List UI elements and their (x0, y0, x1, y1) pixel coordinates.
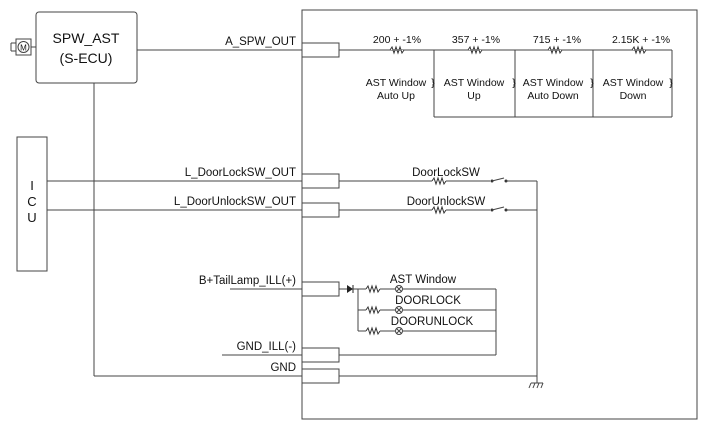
resistor-value-3: 715 + -1% (533, 34, 581, 46)
svg-text:M: M (20, 44, 27, 53)
motor-icon: M (10, 38, 36, 56)
function-1-line1: AST Window (366, 77, 427, 89)
spw-ast-name: SPW_AST (53, 30, 120, 46)
function-2-line2: Up (467, 90, 481, 102)
switch-marker-2: } (512, 77, 516, 89)
function-2-line1: AST Window (444, 77, 505, 89)
switch-module-outline (301, 9, 698, 420)
pin-l-doorlock-out (301, 173, 340, 189)
label-illum-ast-window: AST Window (390, 274, 457, 286)
label-l-doorunlock-out: L_DoorUnlockSW_OUT (174, 196, 296, 208)
pin-a-spw-out (301, 42, 340, 58)
resistor-value-2: 357 + -1% (452, 34, 500, 46)
function-4-line2: Down (620, 90, 647, 102)
resistor-2 (467, 45, 483, 55)
pin-b-taillamp (301, 281, 340, 297)
icu-letter-3: U (27, 210, 36, 225)
icu-letter-1: I (30, 178, 34, 193)
label-gnd: GND (270, 362, 296, 374)
label-a-spw-out: A_SPW_OUT (225, 36, 296, 48)
diode-icon (347, 285, 353, 293)
pin-gnd-ill (301, 347, 340, 363)
spw-ast-module: SPW_AST (S-ECU) (35, 11, 138, 84)
icu-box (16, 136, 48, 272)
label-doorunlock-sw: DoorUnlockSW (407, 196, 486, 208)
doorlock-switch-blade (491, 177, 505, 182)
switch-marker-1: } (431, 77, 435, 89)
switch-marker-4: } (669, 77, 673, 89)
doorlock-resistor (431, 176, 447, 186)
external-wiring (47, 49, 302, 377)
spw-ast-subtitle: (S-ECU) (60, 50, 113, 66)
function-4-line1: AST Window (603, 77, 664, 89)
pin-gnd (301, 368, 340, 384)
resistor-ladder: 200 + -1% 357 + -1% 715 + -1% 2.15K + -1… (339, 34, 673, 118)
label-illum-doorlock: DOORLOCK (395, 295, 461, 307)
door-switches: DoorLockSW DoorUnlockSW (339, 167, 538, 383)
pin-l-doorunlock-out (301, 202, 340, 218)
label-doorlock-sw: DoorLockSW (412, 167, 480, 179)
doorunlock-resistor (431, 205, 447, 215)
icu-letter-2: C (27, 194, 36, 209)
resistor-1 (389, 45, 405, 55)
spw-ast-box (35, 11, 138, 84)
icu-module: I C U (16, 136, 48, 272)
ground-icon (528, 382, 544, 389)
resistor-value-4: 2.15K + -1% (612, 34, 670, 46)
resistor-value-1: 200 + -1% (373, 34, 421, 46)
function-3-line2: Auto Down (527, 90, 579, 102)
function-3-line1: AST Window (523, 77, 584, 89)
function-1-line2: Auto Up (377, 90, 415, 102)
doorunlock-switch-blade (491, 206, 505, 211)
resistor-3 (547, 45, 563, 55)
connector-pins (301, 42, 340, 384)
label-b-taillamp: B+TailLamp_ILL(+) (199, 275, 296, 287)
label-l-doorlock-out: L_DoorLockSW_OUT (185, 167, 296, 179)
label-illum-doorunlock: DOORUNLOCK (391, 316, 474, 328)
resistor-4 (631, 45, 647, 55)
switch-marker-3: } (590, 77, 594, 89)
label-gnd-ill: GND_ILL(-) (237, 341, 297, 353)
illumination-circuit: AST Window DOORLOCK DOORUNLOCK (339, 274, 537, 377)
